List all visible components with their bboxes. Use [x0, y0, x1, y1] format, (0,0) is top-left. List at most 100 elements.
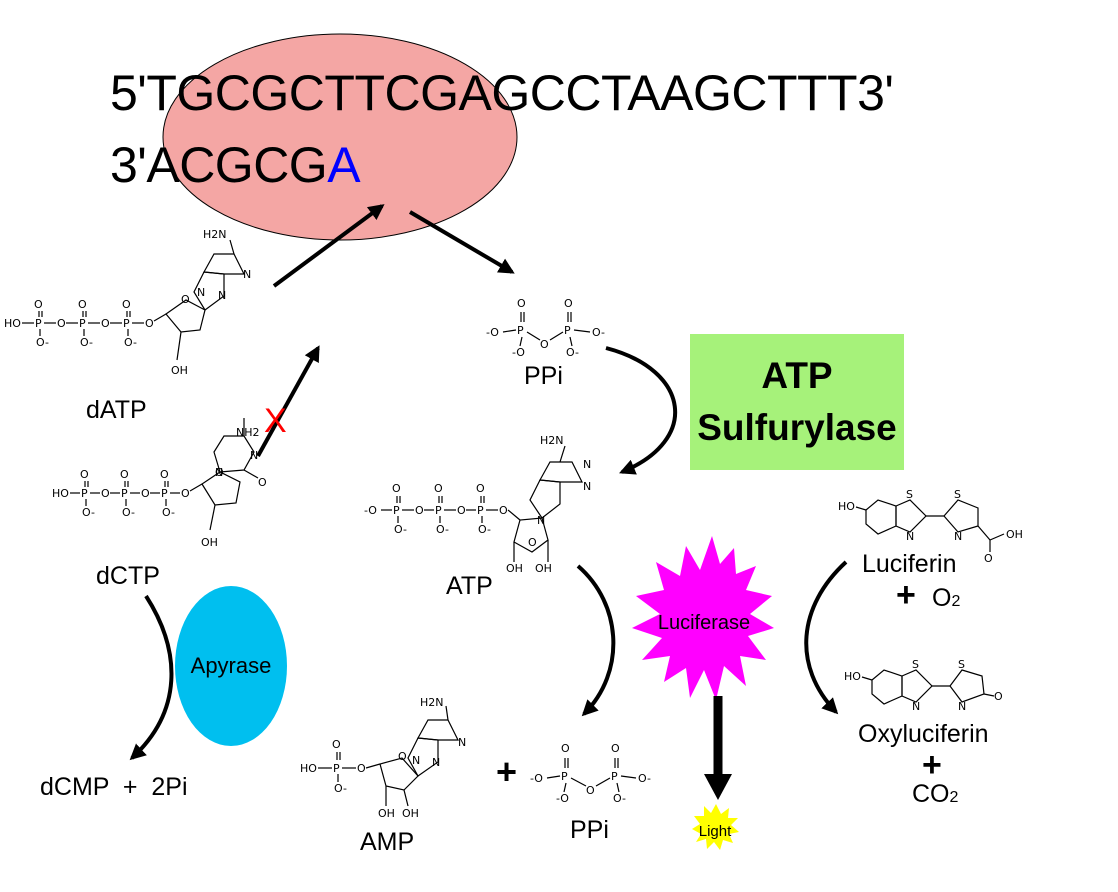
added-base: A	[327, 137, 361, 193]
svg-text:P: P	[393, 504, 400, 517]
svg-text:S: S	[954, 488, 961, 501]
co2-symbol: CO	[912, 780, 950, 808]
svg-text:O: O	[80, 468, 89, 481]
svg-text:HO: HO	[838, 500, 855, 513]
svg-text:O-: O-	[638, 772, 651, 785]
top-strand: 5'TGCGCTTCGAGCCTAAGCTTT3'	[110, 65, 893, 121]
svg-text:O: O	[332, 738, 341, 751]
svg-text:S: S	[912, 658, 919, 671]
svg-text:O: O	[120, 468, 129, 481]
amp-ppi-plus: +	[496, 751, 517, 792]
svg-text:N: N	[432, 756, 440, 769]
svg-text:O: O	[415, 504, 424, 517]
svg-text:P: P	[35, 317, 42, 330]
svg-text:OH: OH	[171, 364, 188, 377]
o2-plus: +	[896, 576, 916, 614]
svg-text:O: O	[258, 476, 267, 489]
ppi-to-atp-arrow	[605, 346, 678, 475]
svg-text:N: N	[250, 449, 258, 462]
svg-text:O: O	[145, 317, 154, 330]
dcmp-products-label: dCMP + 2Pi	[40, 773, 188, 801]
o2-label: O2	[932, 584, 960, 612]
svg-text:O: O	[392, 482, 401, 495]
svg-text:-O: -O	[530, 772, 543, 785]
dctp-label: dCTP	[96, 562, 160, 590]
svg-text:O-: O-	[80, 336, 93, 349]
svg-text:N: N	[958, 700, 966, 713]
svg-text:O: O	[101, 487, 110, 500]
svg-text:N: N	[906, 530, 914, 543]
svg-text:-O: -O	[486, 326, 499, 339]
svg-text:OH: OH	[1006, 528, 1023, 541]
svg-text:P: P	[611, 770, 618, 783]
svg-text:O-: O-	[566, 346, 579, 359]
svg-text:O-: O-	[122, 506, 135, 519]
svg-text:O-: O-	[82, 506, 95, 519]
svg-text:P: P	[333, 762, 340, 775]
light-label: Light	[699, 823, 732, 840]
svg-text:HO: HO	[52, 487, 69, 500]
svg-text:-O: -O	[556, 792, 569, 805]
svg-text:P: P	[435, 504, 442, 517]
svg-text:H2N: H2N	[203, 228, 227, 241]
atp-to-amp-arrow	[576, 564, 616, 717]
luciferin-label: Luciferin	[862, 550, 957, 578]
svg-text:O: O	[398, 750, 407, 763]
svg-text:O: O	[160, 468, 169, 481]
svg-text:O-: O-	[592, 326, 605, 339]
svg-text:N: N	[197, 286, 205, 299]
blocked-incorporation-arrow	[256, 345, 320, 457]
svg-text:P: P	[121, 487, 128, 500]
svg-text:OH: OH	[506, 562, 523, 575]
light-arrow-head	[704, 774, 732, 800]
svg-text:-O: -O	[512, 346, 525, 359]
atp-sulfurylase-line2: Sulfurylase	[697, 407, 896, 448]
amp-label: AMP	[360, 828, 414, 856]
svg-text:OH: OH	[535, 562, 552, 575]
svg-text:O: O	[215, 466, 224, 479]
svg-text:OH: OH	[402, 807, 419, 820]
datp-label: dATP	[86, 396, 147, 424]
svg-text:O: O	[181, 293, 190, 306]
atp-structure: -O P O O- O P O O- O P O O- O O OH OH N …	[364, 434, 591, 575]
svg-text:O: O	[34, 298, 43, 311]
svg-text:O: O	[586, 784, 595, 797]
svg-text:P: P	[477, 504, 484, 517]
svg-text:O: O	[564, 297, 573, 310]
svg-text:O: O	[78, 298, 87, 311]
co2-label: CO2	[912, 780, 959, 808]
oxyluciferin-structure: HO S N S N O	[844, 658, 1003, 713]
dctp-structure: HO P O O- O P O O- O P O O- O O OH N N O	[52, 418, 267, 549]
svg-text:P: P	[517, 324, 524, 337]
svg-text:P: P	[161, 487, 168, 500]
svg-text:N: N	[243, 268, 251, 281]
svg-text:O: O	[57, 317, 66, 330]
co2-subscript: 2	[950, 789, 959, 806]
luciferase-starburst	[632, 536, 774, 700]
svg-text:O-: O-	[478, 523, 491, 536]
svg-text:O-: O-	[436, 523, 449, 536]
polymerase-ellipse	[162, 33, 518, 241]
blocked-marker: X	[264, 402, 287, 440]
oxyluciferin-label: Oxyluciferin	[858, 720, 989, 748]
svg-text:O: O	[357, 762, 366, 775]
svg-text:O: O	[499, 504, 508, 517]
svg-text:P: P	[81, 487, 88, 500]
svg-text:N: N	[215, 466, 223, 479]
svg-text:O: O	[476, 482, 485, 495]
svg-text:O: O	[984, 552, 993, 565]
o2-subscript: 2	[951, 593, 960, 610]
atp-sulfurylase-box	[690, 334, 904, 470]
svg-text:-O: -O	[364, 504, 377, 517]
svg-text:HO: HO	[4, 317, 21, 330]
apyrase-ellipse	[175, 586, 287, 746]
svg-text:N: N	[912, 700, 920, 713]
svg-text:NH2: NH2	[236, 426, 260, 439]
svg-text:P: P	[79, 317, 86, 330]
o2-symbol: O	[932, 584, 951, 612]
svg-text:O-: O-	[124, 336, 137, 349]
svg-text:OH: OH	[201, 536, 218, 549]
svg-text:H2N: H2N	[420, 696, 444, 709]
